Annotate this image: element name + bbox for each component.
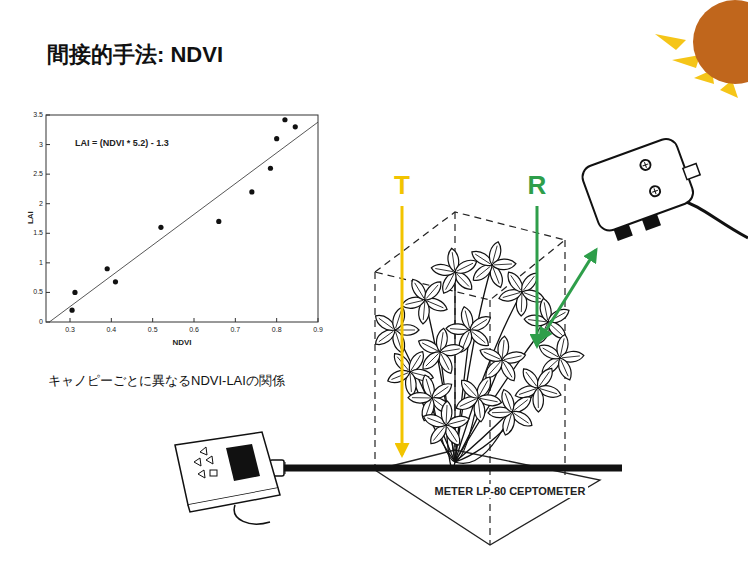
- sensor-plate: [375, 450, 600, 545]
- tick-label: 0.7: [230, 326, 240, 334]
- ceptometer-bar: [275, 465, 622, 472]
- scatter-chart: [46, 115, 318, 322]
- tick-label: 0.5: [148, 326, 158, 334]
- tick-label: 0.4: [106, 326, 116, 334]
- tick-label: 0.3: [65, 326, 75, 334]
- regression-equation: LAI = (NDVI * 5.2) - 1.3: [75, 138, 169, 148]
- reflected-arrow: [540, 250, 596, 340]
- tick-label: 1.5: [33, 229, 43, 237]
- ndvi-sensor: [579, 132, 748, 245]
- axis-title: LAI: [25, 212, 34, 225]
- tick-label: 0.5: [33, 288, 43, 296]
- ceptometer-unit: [175, 432, 285, 524]
- tick-label: 0: [39, 318, 43, 326]
- chart-caption: キャノピーごとに異なるNDVI-LAIの関係: [48, 374, 285, 389]
- reflected-arrow: [536, 206, 539, 346]
- slide-title: 間接的手法: NDVI: [47, 42, 223, 67]
- tick-label: 1: [39, 259, 43, 267]
- axis-title: NDVI: [172, 338, 191, 347]
- device-label: METER LP-80 CEPTOMETER: [432, 484, 589, 499]
- tick-label: 2.5: [33, 170, 43, 178]
- tick-label: 0.8: [272, 326, 282, 334]
- arrow-letter: T: [394, 171, 410, 201]
- transmitted-arrow: [401, 206, 404, 455]
- tick-label: 3.5: [33, 111, 43, 119]
- tick-label: 3: [39, 141, 43, 149]
- tick-label: 0.6: [189, 326, 199, 334]
- plant: [372, 240, 584, 468]
- tick-label: 0.9: [313, 326, 323, 334]
- sun-icon: [655, 0, 748, 98]
- tick-label: 2: [39, 200, 43, 208]
- arrow-letter: R: [528, 171, 547, 201]
